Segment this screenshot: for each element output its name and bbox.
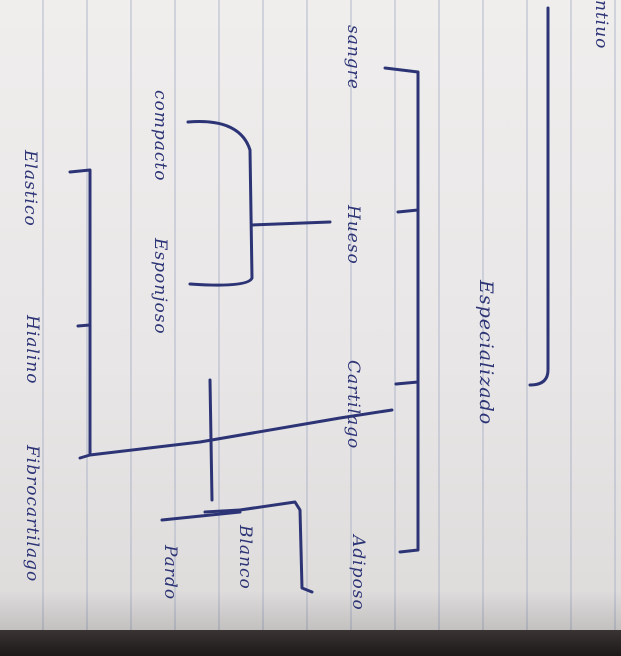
label-pardo: Pardo (160, 545, 180, 601)
label-compacto: compacto (150, 90, 170, 182)
table-edge (0, 630, 621, 656)
hueso-bracket (186, 120, 254, 287)
hialino-tick (76, 323, 92, 328)
label-fibrocartilago: Fibrocartilago (22, 445, 42, 583)
cartilago-connector (88, 408, 394, 457)
blanco-connector (203, 508, 242, 514)
label-fragment-top: ntiuo (591, 0, 611, 50)
label-esponjoso: Esponjoso (150, 238, 170, 335)
page-shadow (0, 590, 621, 630)
cartilago-bracket (68, 168, 92, 460)
especializado-bracket (383, 66, 420, 554)
label-elastico: Elastico (20, 150, 40, 227)
cartilago-tick (394, 380, 420, 386)
hueso-tick (396, 208, 420, 214)
label-cartilago: Cartilago (343, 360, 363, 450)
label-blanco: Blanco (235, 525, 255, 590)
adiposo-bracket (238, 500, 314, 594)
pardo-connector (160, 510, 242, 522)
cartilago-stem (208, 378, 214, 502)
label-especializado: Especializado (475, 280, 497, 426)
label-adiposo: Adiposo (348, 535, 368, 611)
label-hueso: Hueso (343, 205, 363, 265)
hueso-connector (250, 220, 332, 227)
label-hialino: Hialino (22, 315, 42, 385)
main-bracket-line (528, 6, 550, 387)
label-sangre: sangre (343, 25, 363, 90)
